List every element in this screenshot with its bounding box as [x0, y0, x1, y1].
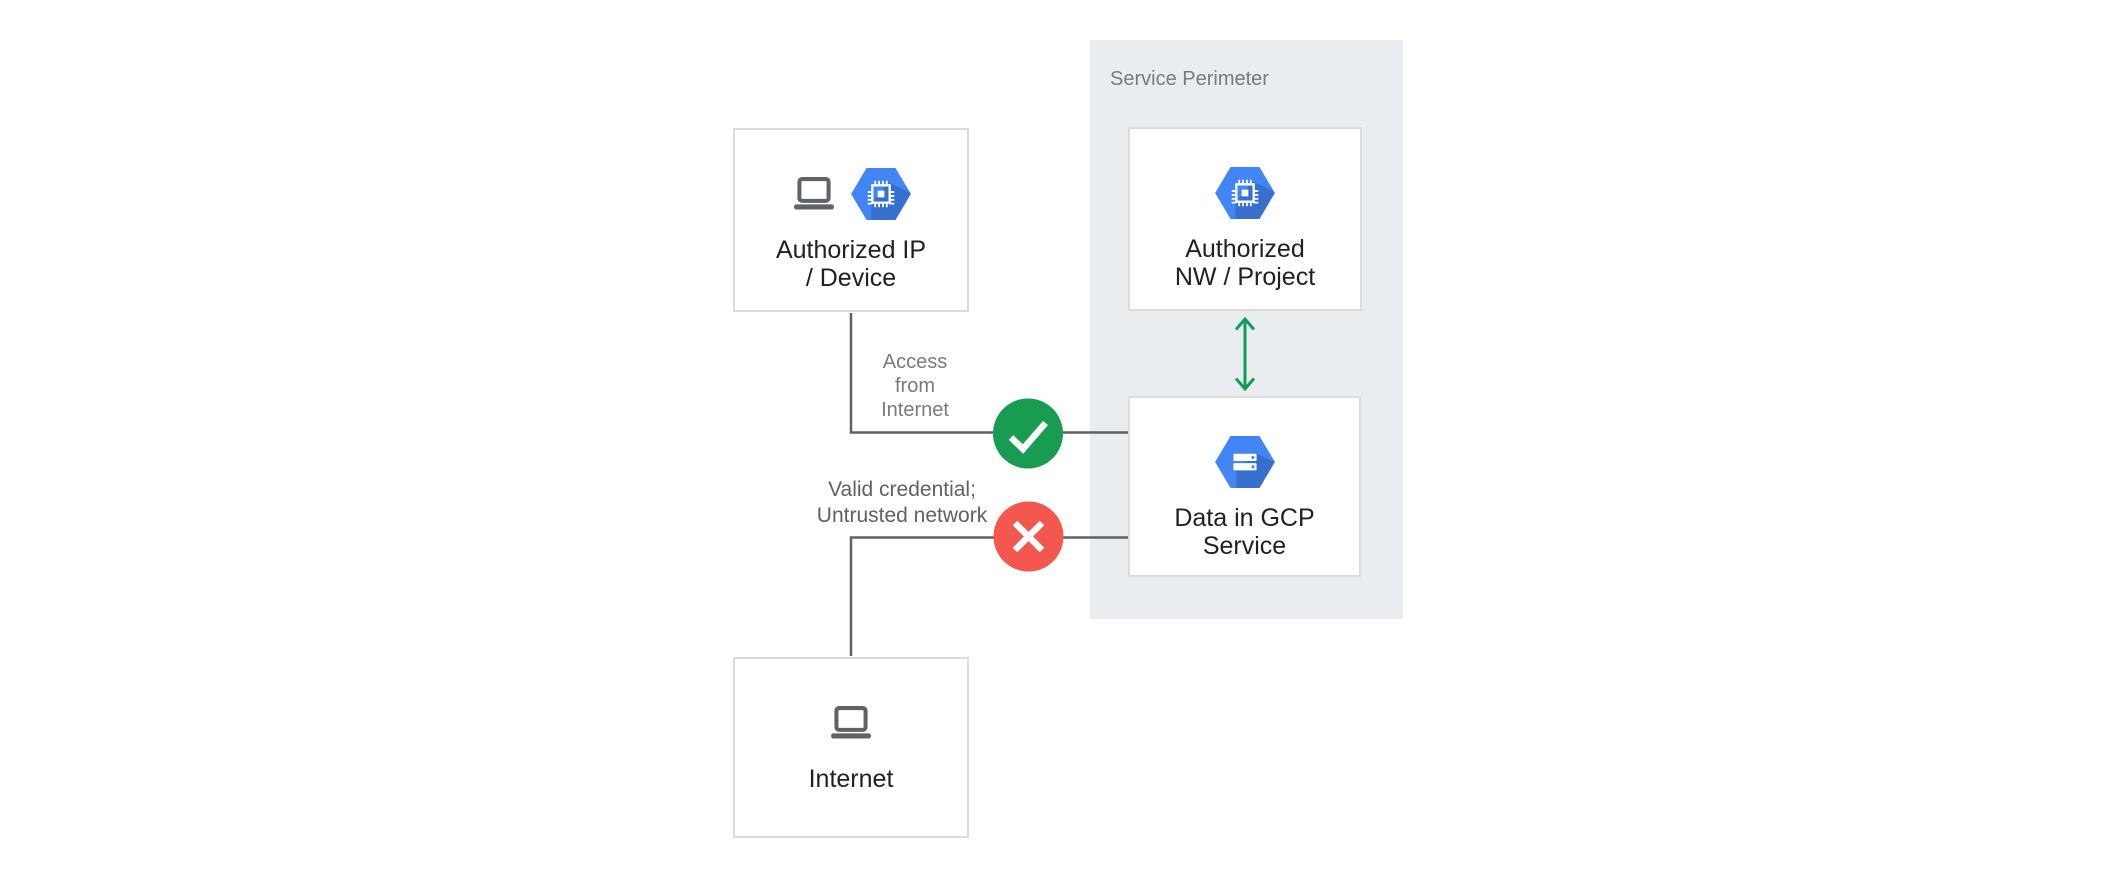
node-data-in-gcp-service: Data in GCP Service [1128, 396, 1361, 577]
node-internet: Internet [733, 657, 969, 838]
icon-row [1214, 434, 1276, 490]
allowed-badge-circle [993, 398, 1063, 469]
node-authorized-nw-project: Authorized NW / Project [1128, 127, 1362, 311]
service-perimeter-label: Service Perimeter [1110, 68, 1269, 90]
chip-glyph [1231, 179, 1259, 207]
laptop-icon [831, 706, 871, 739]
storage-glyph [1232, 453, 1257, 471]
node-label: Data in GCP Service [1174, 504, 1315, 560]
node-label: Authorized IP / Device [775, 236, 927, 292]
laptop-base [831, 733, 871, 739]
node-authorized-ip-device: Authorized IP / Device [733, 128, 969, 312]
gcp-storage-hexagon-icon [1214, 435, 1275, 489]
icon-row [791, 166, 912, 222]
check-icon [1008, 420, 1048, 454]
icon-row [828, 695, 874, 751]
gcp-compute-hexagon-icon [1215, 166, 1275, 220]
node-label: Authorized NW / Project [1174, 235, 1316, 291]
laptop-base [793, 204, 834, 210]
laptop-screen [834, 706, 868, 732]
x-icon [1012, 520, 1045, 553]
allowed-edge-label: Access from Internet [881, 351, 949, 421]
gcp-compute-hexagon-icon [850, 167, 911, 221]
laptop-icon [793, 177, 834, 210]
connector-denied-path [849, 536, 1128, 656]
node-label: Internet [808, 765, 894, 793]
icon-row [1214, 165, 1276, 221]
denied-edge-label: Valid credential; Untrusted network [816, 478, 988, 527]
hexagon-shape [1214, 435, 1275, 489]
chip-glyph [867, 180, 894, 208]
allowed-badge [993, 398, 1063, 469]
laptop-screen [796, 177, 831, 203]
